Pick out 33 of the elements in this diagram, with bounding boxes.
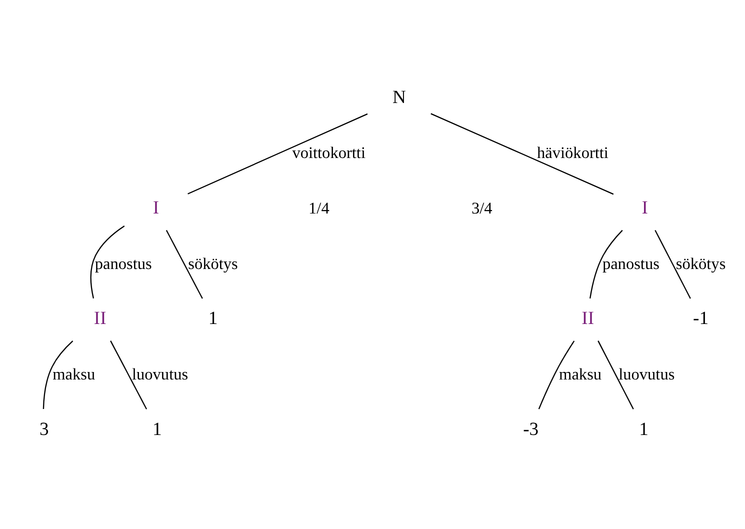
label: 3/4 bbox=[472, 198, 492, 218]
node-text: -3 bbox=[523, 418, 539, 440]
edge-label: luovutus bbox=[618, 364, 675, 384]
node-text: 1 bbox=[152, 418, 162, 440]
connector bbox=[430, 113, 614, 195]
edge-label: sökötys bbox=[188, 254, 238, 273]
node-text: 1 bbox=[639, 418, 648, 440]
node-text: I bbox=[642, 198, 648, 219]
connector bbox=[538, 340, 575, 410]
connector bbox=[590, 230, 623, 299]
edge-label: maksu bbox=[559, 364, 602, 384]
edge-label: voittokortti bbox=[292, 143, 366, 162]
connector bbox=[654, 230, 691, 299]
connector bbox=[188, 113, 368, 194]
node-text: II bbox=[94, 308, 106, 330]
edge-label: maksu bbox=[52, 364, 96, 384]
node-text: II bbox=[582, 308, 594, 330]
node-text: -1 bbox=[693, 308, 709, 330]
node-text: 3 bbox=[40, 418, 49, 440]
connector bbox=[42, 340, 74, 409]
edge-label: panostus bbox=[94, 254, 152, 273]
connector bbox=[598, 340, 634, 410]
node-text: I bbox=[152, 198, 160, 219]
edge-label: sökötys bbox=[676, 254, 726, 273]
connector bbox=[166, 230, 203, 299]
node-text: 1 bbox=[208, 308, 218, 330]
edge-label: luovutus bbox=[132, 364, 188, 384]
edge-label: häviökortti bbox=[537, 143, 608, 162]
edge-label: panostus bbox=[602, 254, 660, 273]
node-text: N bbox=[392, 87, 406, 108]
connector bbox=[110, 340, 148, 410]
connector bbox=[90, 226, 125, 298]
label: 1/4 bbox=[308, 198, 330, 218]
